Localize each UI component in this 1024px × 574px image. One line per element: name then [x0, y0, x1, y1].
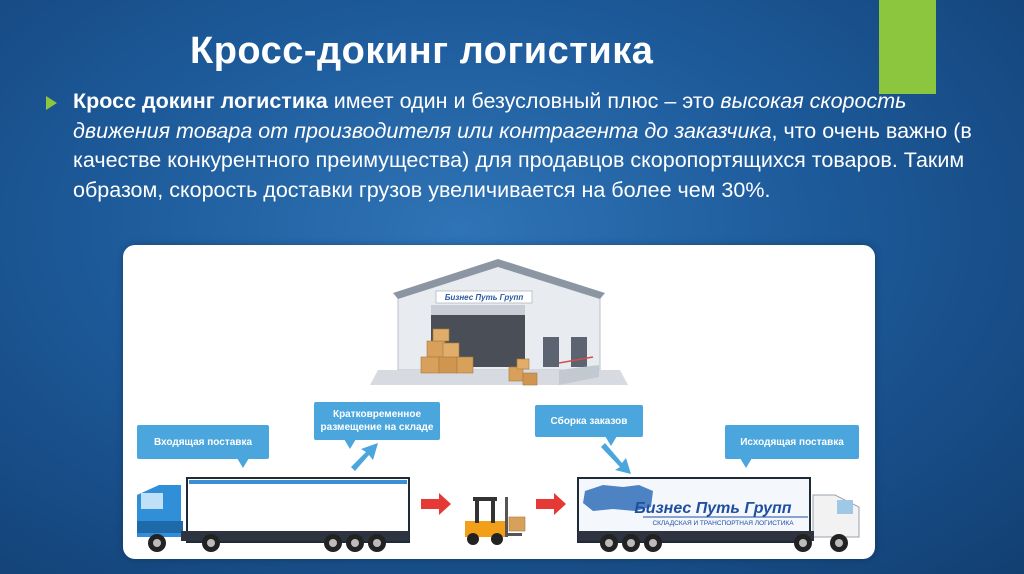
warehouse-illustration: Бизнес Путь Групп: [370, 259, 628, 386]
red-arrows: [421, 493, 566, 515]
callout-inbound: Входящая поставка: [137, 425, 269, 468]
bullet-arrow-icon: [46, 96, 57, 110]
slide-title: Кросс-докинг логистика: [190, 30, 654, 72]
forklift-illustration: [465, 497, 526, 545]
body-paragraph: Кросс докинг логистика имеет один и безу…: [73, 87, 993, 205]
callout-short-storage: Кратковременное размещение на складе: [314, 402, 440, 449]
outbound-truck: Бизнес Путь Групп СКЛАДСКАЯ И ТРАНСПОРТН…: [577, 477, 860, 552]
down-arrow-icon: [601, 443, 631, 474]
diagram-illustration: Бизнес Путь Групп: [137, 259, 860, 552]
body-lead-bold: Кросс докинг логистика: [73, 89, 328, 113]
cross-docking-diagram: Бизнес Путь Групп: [123, 245, 875, 559]
inbound-truck: [137, 477, 410, 552]
callout-outbound: Исходящая поставка: [725, 425, 859, 468]
right-arrow-icon: [421, 493, 451, 515]
warehouse-sign: Бизнес Путь Групп: [445, 293, 524, 302]
callout-order-picking: Сборка заказов: [535, 405, 643, 446]
body-italic: высокая скорость движения товара от прои…: [73, 89, 907, 143]
accent-bar: [879, 0, 936, 94]
flow-arrows: [351, 443, 631, 474]
trailer-brand: Бизнес Путь Групп: [634, 500, 791, 517]
right-arrow-icon: [536, 493, 566, 515]
body-part1: имеет один и безусловный плюс – это: [327, 89, 721, 113]
trailer-subtitle: СКЛАДСКАЯ И ТРАНСПОРТНАЯ ЛОГИСТИКА: [652, 520, 794, 527]
up-arrow-icon: [351, 443, 378, 471]
body-part2: , что очень важно (в качестве конкурентн…: [73, 118, 972, 202]
